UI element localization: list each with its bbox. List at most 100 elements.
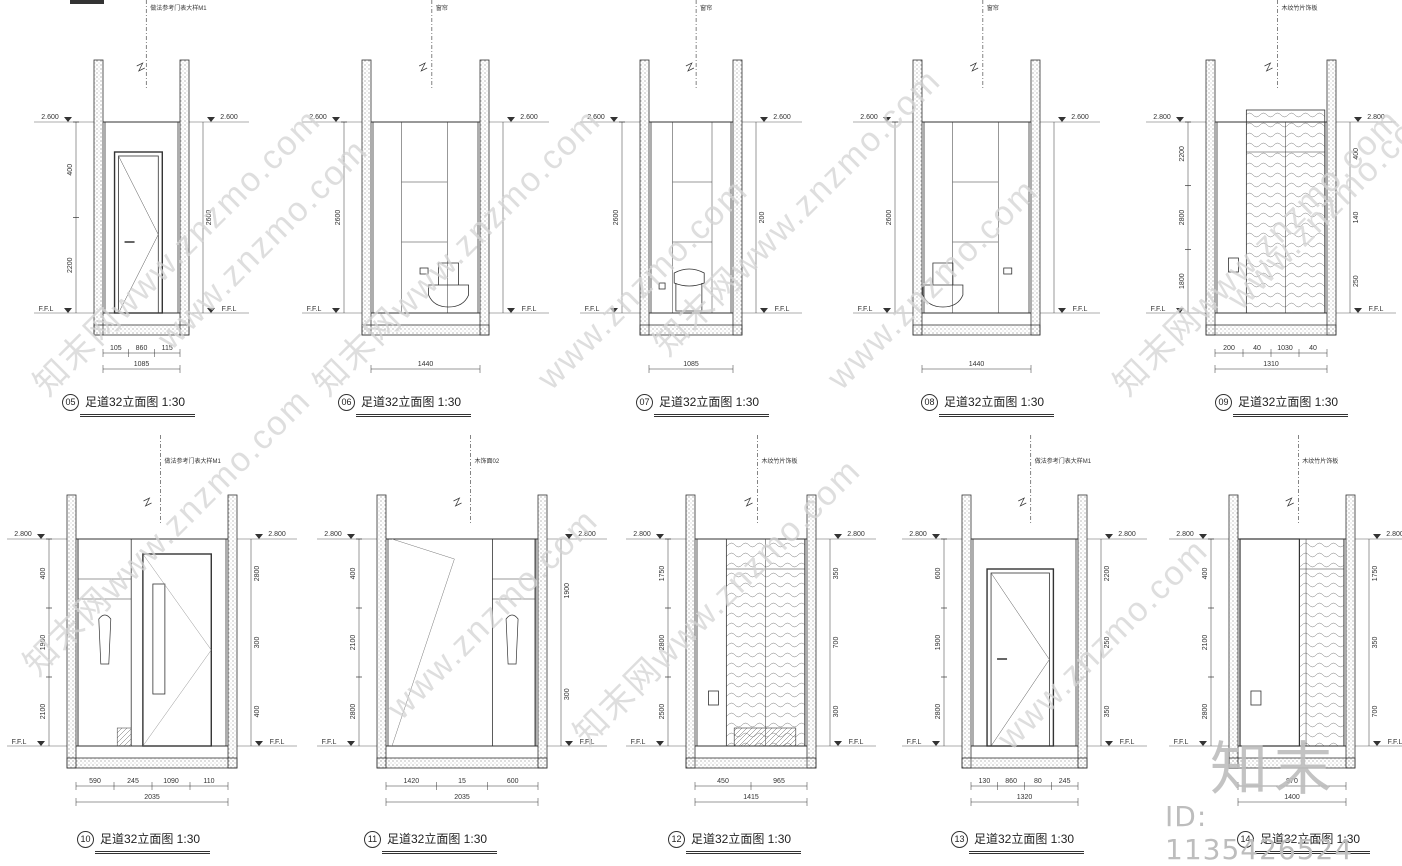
elevation-label: 足道32立面图 1:30 [691,832,792,846]
dimension-text: 105 [110,345,122,352]
brand-logo: 知末 [1210,735,1339,803]
wall-section-left [376,494,387,769]
dimension-text: 600 [507,778,519,785]
level-text: 2.800 [578,531,596,538]
break-symbol [969,62,979,72]
wall-section-right [732,59,743,336]
break-symbol [744,497,753,507]
wall-section-right [1345,494,1356,769]
wall-section-left [685,494,696,769]
level-marker [1373,741,1381,746]
wall-section-left [912,59,923,336]
floor-slab [93,324,190,336]
level-text: F.F.L [1073,306,1088,313]
level-text: 2.600 [587,114,605,121]
title-underline [95,853,211,855]
level-text: F.F.L [1388,739,1402,746]
floor-slab [376,757,548,769]
wall-section-left [361,59,372,336]
title-underline [654,414,770,416]
door-swing [990,572,1050,747]
drawing-rect [419,267,429,275]
dimension-text: 1800 [1179,273,1186,289]
level-text: F.F.L [580,739,595,746]
robe [505,614,519,665]
drawing-rect [708,690,719,706]
dimension-text: 2200 [1104,566,1111,582]
title-underline [80,416,196,418]
level-text: 2.800 [1176,531,1194,538]
robe [98,614,112,665]
break-symbol [1264,62,1273,72]
level-marker [1058,117,1066,122]
drawing-rect [923,121,1030,314]
wall-section-right [1326,59,1337,336]
dimension-text: 1320 [1017,794,1033,801]
elevation-label: 足道32立面图 1:30 [85,395,186,409]
level-marker [565,534,573,539]
elevation-number: 10 [77,831,94,849]
top-note: 木纹竹片饰板 [1282,4,1318,12]
level-text: F.F.L [775,306,790,313]
dimension-text: 700 [1372,706,1379,718]
dimension-text: 1400 [1284,794,1300,801]
toilet-front [673,268,705,312]
top-note: 木饰面02 [475,457,500,465]
dimension-text: 15 [458,778,466,785]
elevation-number: 11 [364,831,381,849]
level-marker [332,117,340,122]
dimension-text: 400 [1353,148,1360,160]
elevation-label: 足道32立面图 1:30 [974,832,1075,846]
title-underline [1255,853,1371,855]
wall-section-left [1205,59,1216,336]
dimension-text: 2500 [659,704,666,720]
dimension-text: 2200 [1179,146,1186,162]
dimension-text: 860 [1005,778,1017,785]
wall-section-right [479,59,490,336]
wall-section-left [66,494,77,769]
drawing-rect [118,155,159,314]
level-text: 2.600 [1071,114,1089,121]
level-marker [883,308,891,313]
elevation-label: 足道32立面图 1:30 [944,395,1045,409]
level-text: F.F.L [849,739,864,746]
level-marker [37,741,45,746]
level-text: 2.800 [633,531,651,538]
elevation-number: 09 [1215,394,1232,412]
dimension-text: 115 [162,345,173,352]
break-symbol [1285,497,1294,507]
break-symbol [685,62,695,72]
top-note: 木纹竹片饰板 [762,457,798,465]
drawing-rect [1250,690,1262,706]
level-marker [834,534,842,539]
level-marker [932,741,940,746]
drawing-rect [658,282,666,290]
dimension-text: 2600 [886,210,893,226]
level-marker [347,534,355,539]
wall-section-right [1030,59,1041,336]
dimension-text: 860 [136,345,148,352]
level-marker [332,308,340,313]
level-marker [64,308,72,313]
dimension-text: 2600 [206,210,213,226]
top-note: 做法参考门表大样M1 [1035,457,1092,465]
dimension-text: 450 [717,778,729,785]
level-marker [1199,741,1207,746]
level-marker [883,117,891,122]
dimension-text: 2600 [613,210,620,226]
title-underline [356,414,472,416]
level-marker [610,308,618,313]
level-text: 2.800 [324,531,342,538]
floor-slab [639,324,743,336]
level-text: 2.800 [1118,531,1136,538]
top-note: 窗帘 [700,4,712,12]
title-underline [1255,851,1371,853]
door-swing [142,553,212,747]
dimension-text: 2800 [1179,210,1186,226]
